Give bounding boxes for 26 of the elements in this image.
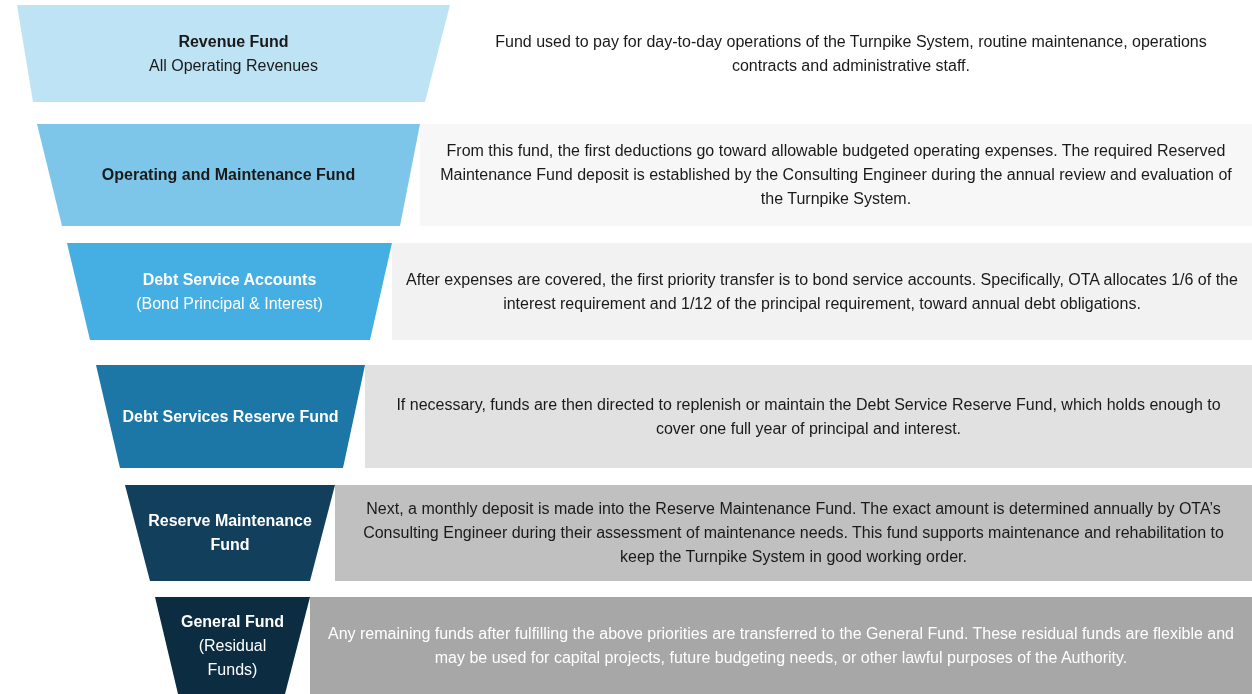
funnel-segment (125, 485, 335, 581)
fund-name: General Fund (179, 611, 286, 632)
fund-subtitle: (Bond Principal & Interest) (135, 293, 324, 314)
description-text: From this fund, the first deductions go toward allowable budgeted operating expenses. The required Reserved Maintenance Fund deposit is established by the Consulting Engineer during the annual review and evaluation of the Turnpike System. (439, 141, 1233, 209)
fund-name: Debt Service Accounts (141, 269, 318, 290)
description-band (392, 243, 1252, 340)
fund-name: Operating and Maintenance Fund (100, 165, 357, 185)
funnel-segment (17, 5, 450, 102)
description-text: After expenses are covered, the first priority transfer is to bond service accounts. Specifically, OTA allocates 1/6 of the interest requirement and 1/12 of the principal requirement, toward annual debt obligations. (406, 269, 1238, 314)
description-text: Fund used to pay for day-to-day operations of the Turnpike System, routine maintenance, operations contracts and administrative staff. (494, 31, 1208, 76)
description-band (310, 597, 1252, 694)
description-text: Next, a monthly deposit is made into the Reserve Maintenance Fund. The exact amount is determined annually by OTA’s Consulting Engineer during their assessment of maintenance needs. This fund supports maintenance and rehabilitation to keep the Turnpike System in good working order. (362, 499, 1225, 567)
description-text: Any remaining funds after fulfilling the above priorities are transferred to the General Fund. These residual funds are flexible and may be used for capital projects, future budgeting needs, or other lawful purposes of the Authority. (327, 623, 1235, 668)
description-band (420, 124, 1252, 226)
funnel-segment (37, 124, 420, 226)
fund-name: Reserve Maintenance Fund (147, 511, 313, 555)
fund-name: Revenue Fund (177, 31, 290, 52)
fund-subtitle: (Residual Funds) (197, 635, 268, 680)
funnel-segment (67, 243, 392, 340)
description-text: If necessary, funds are then directed to replenish or maintain the Debt Service Reserve Fund, which holds enough to cover one full year of principal and interest. (395, 394, 1222, 439)
fund-name: Debt Services Reserve Fund (121, 406, 340, 427)
funnel-segment (155, 597, 310, 694)
description-band (335, 485, 1252, 581)
fund-subtitle: All Operating Revenues (148, 55, 319, 76)
description-band (365, 365, 1252, 468)
funnel-segment (96, 365, 365, 468)
